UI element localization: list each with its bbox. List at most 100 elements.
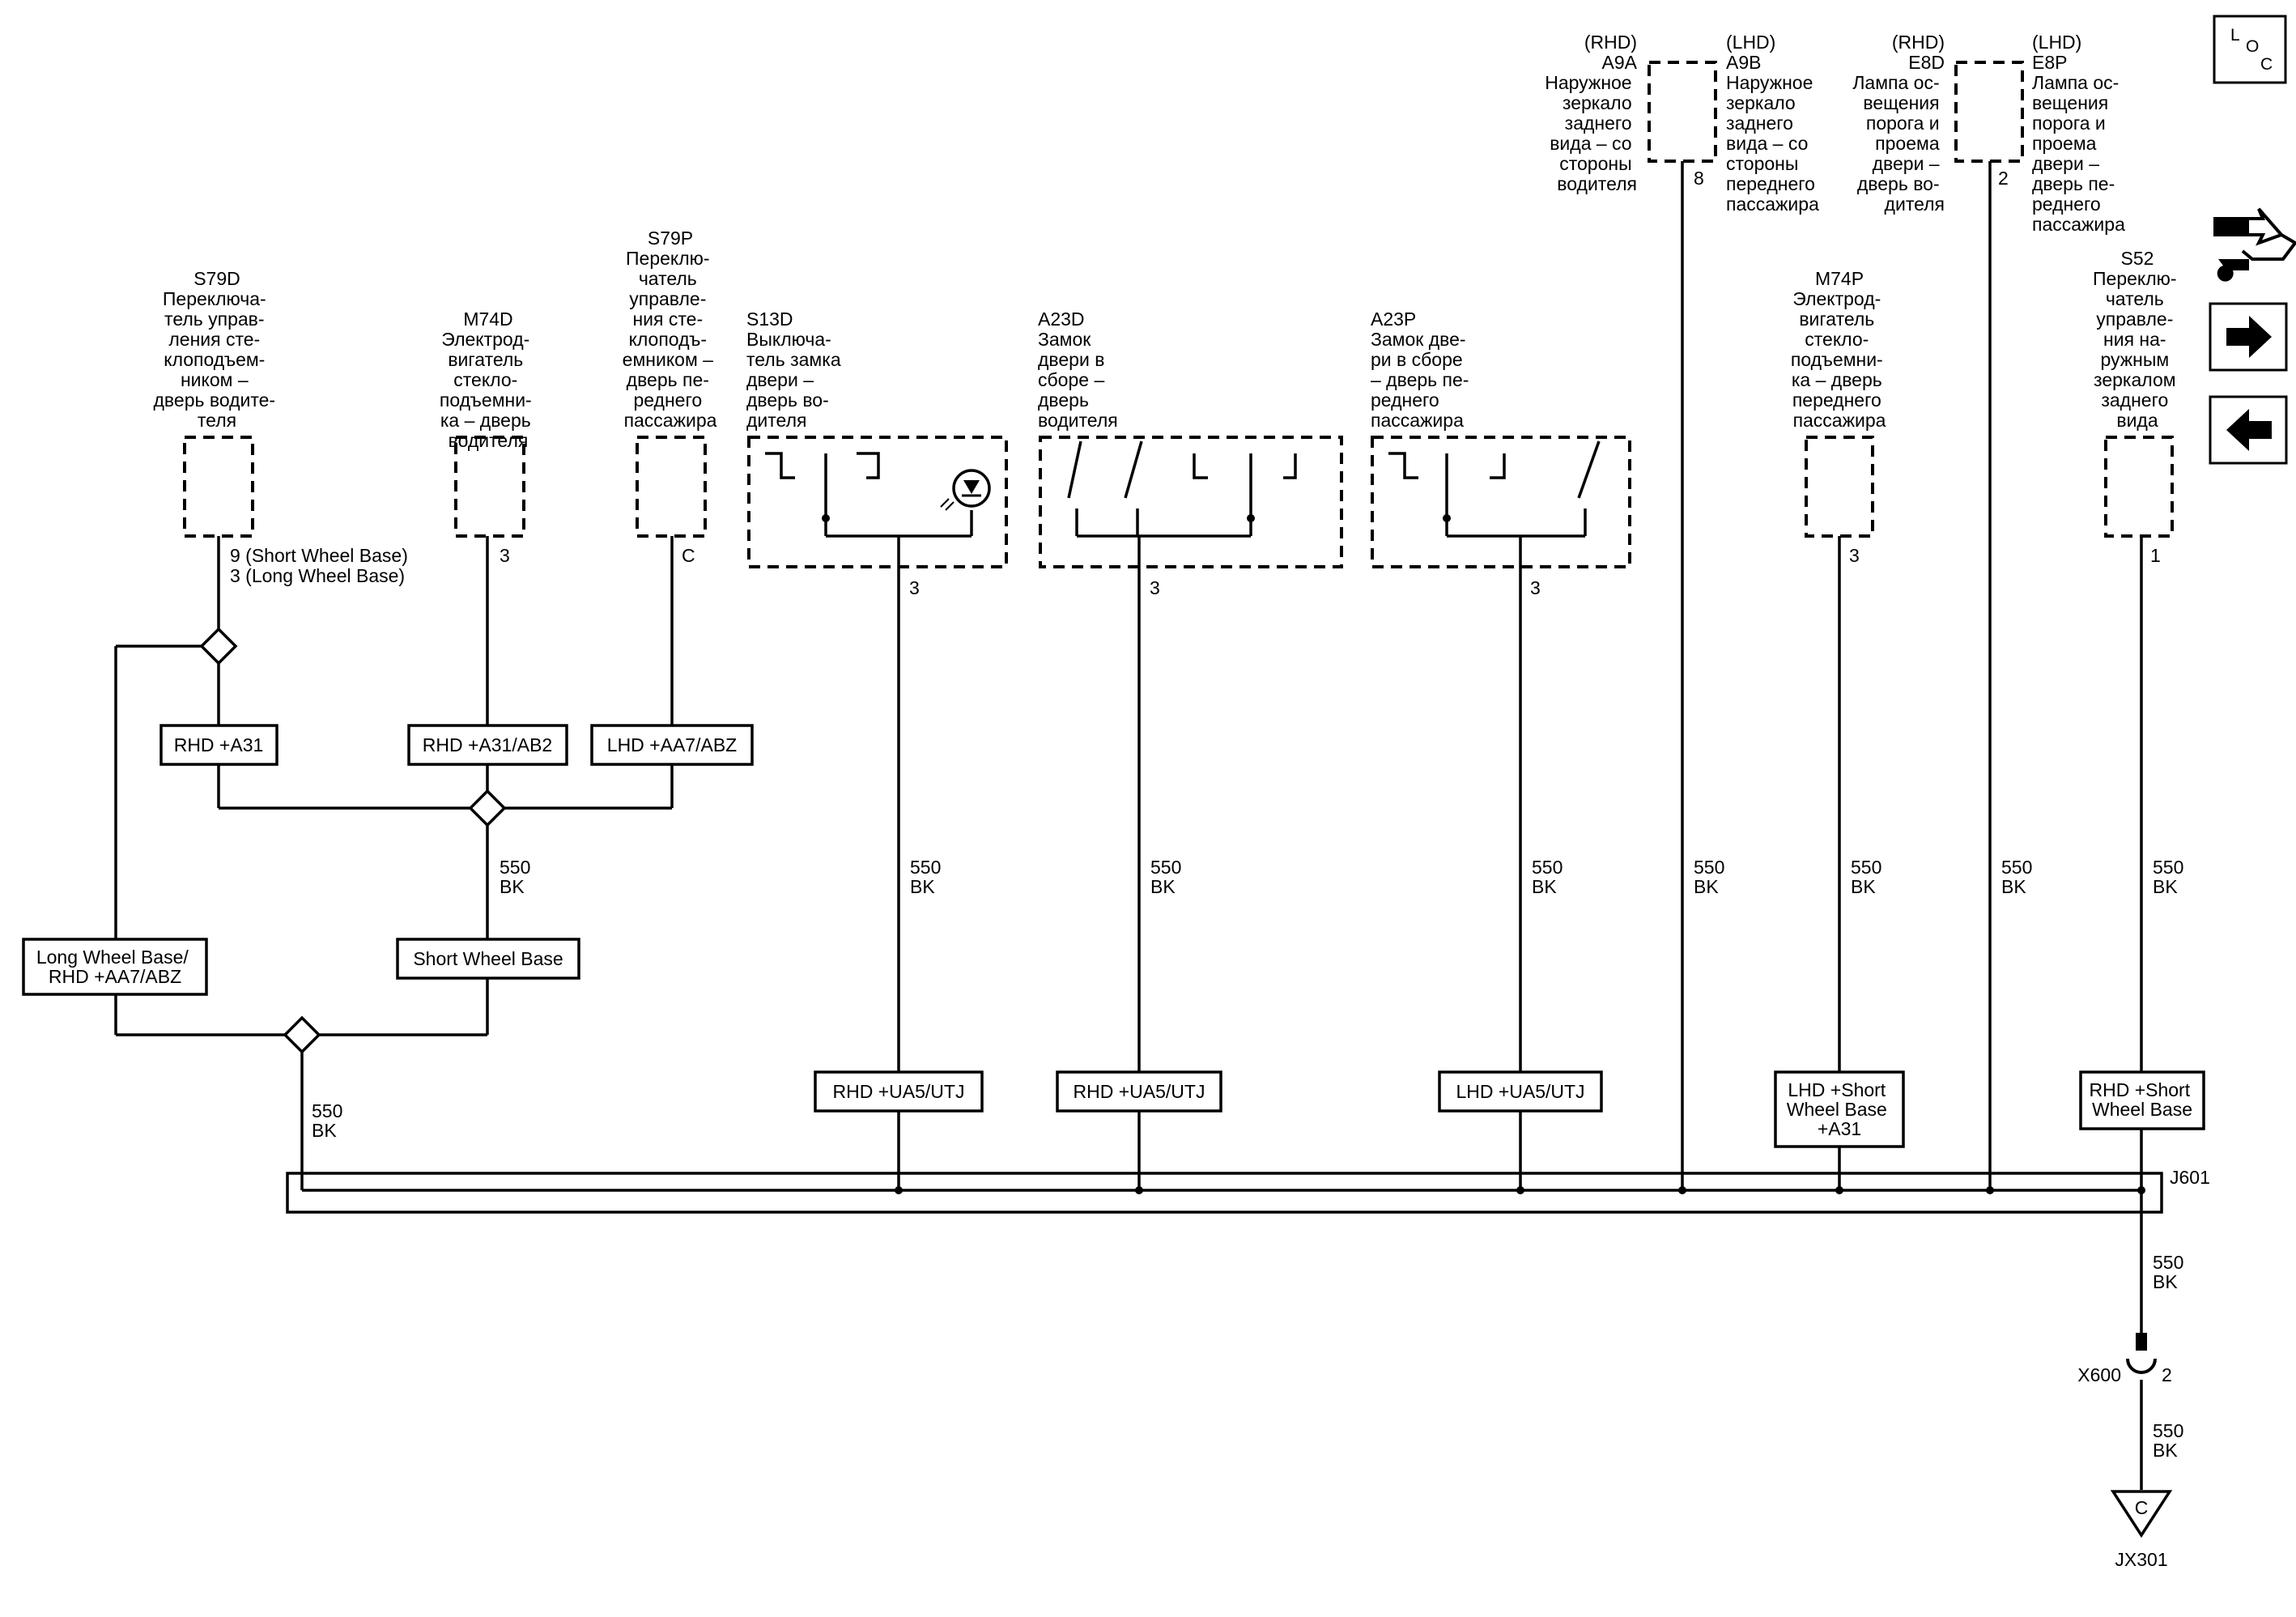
svg-text:LHD +UA5/UTJ: LHD +UA5/UTJ [1456,1081,1584,1102]
ground-letter: C [2135,1497,2149,1518]
component-m74d[interactable]: M74D Электрод- вигатель стекло- подъемни… [440,309,537,566]
ground-name: JX301 [2115,1549,2167,1570]
option-diamonds [199,627,507,1054]
s52-pin-label: 1 [2150,545,2161,566]
a9a-pin-label: 8 [1694,168,1704,189]
connector-x600[interactable]: X600 2 [2077,1333,2172,1385]
svg-text:C: C [2260,55,2273,74]
loc-button[interactable]: L O C [2213,15,2287,84]
a23d-junction-dot [1247,514,1255,522]
m74p-code: M74P [1815,268,1864,289]
m74d-connector-outline [454,436,525,538]
s13d-description: Выключа- тель замка двери – дверь во- ди… [746,329,846,431]
svg-text:RHD +UA5/UTJ: RHD +UA5/UTJ [1074,1081,1205,1102]
option-short-wheel-base[interactable]: Short Wheel Base [396,938,580,980]
svg-text:RHD +Short Wheel Base: RHD +Short Wheel Base [2089,1079,2195,1120]
component-s13d[interactable]: S13D Выключа- тель замка двери – дверь в… [746,309,1008,598]
a23p-switch-outline [1371,436,1631,568]
splice-dots [895,1186,2145,1194]
s79p-pin-label: C [682,545,695,566]
component-a23d[interactable]: A23D Замок двери в сборе – дверь водител… [1038,309,1343,598]
component-a23p[interactable]: A23P Замок две- ри в сборе – дверь пе- р… [1371,309,1631,598]
e8-connector-outline [1954,61,2024,163]
component-a9b[interactable]: (LHD) A9B Наружное зеркало заднего вида … [1726,32,1820,215]
m74d-code: M74D [463,309,512,330]
a23p-junction-dot [1443,514,1451,522]
lamp-icon [940,469,991,511]
connector-x600-pin: 2 [2162,1364,2172,1385]
m74p-description: Электрод- вигатель стекло- подъемни- ка … [1791,288,1888,431]
component-s52[interactable]: S52 Переклю- чатель управле- ния на- руж… [2093,248,2182,566]
m74d-pin-label: 3 [500,545,510,566]
s79d-description: Переключа- тель управ- ления сте- клопод… [154,288,281,431]
m74p-connector-outline [1805,436,1874,538]
option-lhd-ua5-utj[interactable]: LHD +UA5/UTJ [1438,1070,1603,1113]
s79d-code: S79D [193,268,240,289]
a9b-code: A9B [1726,52,1761,73]
option-rhd-a31[interactable]: RHD +A31 [159,724,278,766]
s13d-pin-label: 3 [909,577,920,598]
component-s79p[interactable]: S79P Переклю- чатель управле- ния сте- к… [623,228,719,566]
option-lwb-rhd-aa7-abz[interactable]: Long Wheel Base/ RHD +AA7/ABZ [22,938,208,996]
m74d-description: Электрод- вигатель стекло- подъемни- ка … [440,329,537,451]
option-rhd-a31-ab2[interactable]: RHD +A31/AB2 [407,724,568,766]
a23d-description: Замок двери в сборе – дверь водителя [1038,329,1118,431]
component-a9a[interactable]: (RHD) A9A Наружное зеркало заднего вида … [1545,32,1704,194]
s52-description: Переклю- чатель управле- ния на- ружным … [2093,268,2182,431]
a23p-code: A23P [1371,309,1416,330]
a23d-switch-outline [1039,436,1343,568]
option-lhd-swb-a31[interactable]: LHD +Short Wheel Base +A31 [1774,1070,1905,1148]
option-rhd-ua5-utj-1[interactable]: RHD +UA5/UTJ [814,1070,984,1113]
m74p-pin-label: 3 [1849,545,1860,566]
a23p-description: Замок две- ри в сборе – дверь пе- реднег… [1371,329,1474,431]
component-e8p[interactable]: (LHD) E8P Лампа ос- вещения порога и про… [2032,32,2125,235]
svg-text:RHD +A31/AB2: RHD +A31/AB2 [423,734,552,755]
s79p-description: Переклю- чатель управле- ния сте- клопод… [623,248,719,431]
a9a-tag: (RHD) [1584,32,1637,53]
a23d-pin-label: 3 [1150,577,1160,598]
s13d-switch-contacts [765,452,973,538]
s13d-junction-dot [822,514,830,522]
a9-connector-outline [1648,61,1717,163]
component-s79d[interactable]: S79D Переключа- тель управ- ления сте- к… [154,268,414,586]
ground-jx301[interactable]: C JX301 [2110,1490,2173,1570]
e8d-pin-label: 2 [1998,168,2009,189]
e8d-description: Лампа ос- вещения порога и проема двери … [1852,72,1945,215]
svg-text:LHD +AA7/ABZ: LHD +AA7/ABZ [607,734,737,755]
prev-arrow-button[interactable] [2209,395,2288,465]
component-e8d[interactable]: (RHD) E8D Лампа ос- вещения порога и про… [1852,32,2008,215]
s13d-code: S13D [746,309,793,330]
next-arrow-button[interactable] [2209,302,2288,372]
option-lhd-aa7-abz[interactable]: LHD +AA7/ABZ [590,724,754,766]
svg-text:Long Wheel Base/ RHD +AA: Long Wheel Base/ RHD +AA7/ABZ [36,947,193,987]
a23d-code: A23D [1038,309,1085,330]
svg-text:O: O [2246,37,2259,56]
svg-text:RHD +A31: RHD +A31 [174,734,264,755]
s52-code: S52 [2121,248,2154,269]
a23p-pin-label: 3 [1530,577,1541,598]
svg-text:RHD +UA5/UTJ: RHD +UA5/UTJ [833,1081,965,1102]
splice-j601[interactable] [286,1172,2163,1214]
component-m74p[interactable]: M74P Электрод- вигатель стекло- подъемни… [1791,268,1888,566]
option-rhd-ua5-utj-2[interactable]: RHD +UA5/UTJ [1056,1070,1222,1113]
option-rhd-swb[interactable]: RHD +Short Wheel Base [2079,1070,2205,1130]
s13d-switch-outline [747,436,1008,568]
e8d-tag: (RHD) [1892,32,1945,53]
wires [114,161,2143,1490]
svg-text:L: L [2230,26,2240,45]
connector-view-icon[interactable] [2213,207,2296,282]
s79d-connector-outline [183,436,254,538]
e8p-code: E8P [2032,52,2067,73]
a9b-tag: (LHD) [1726,32,1775,53]
